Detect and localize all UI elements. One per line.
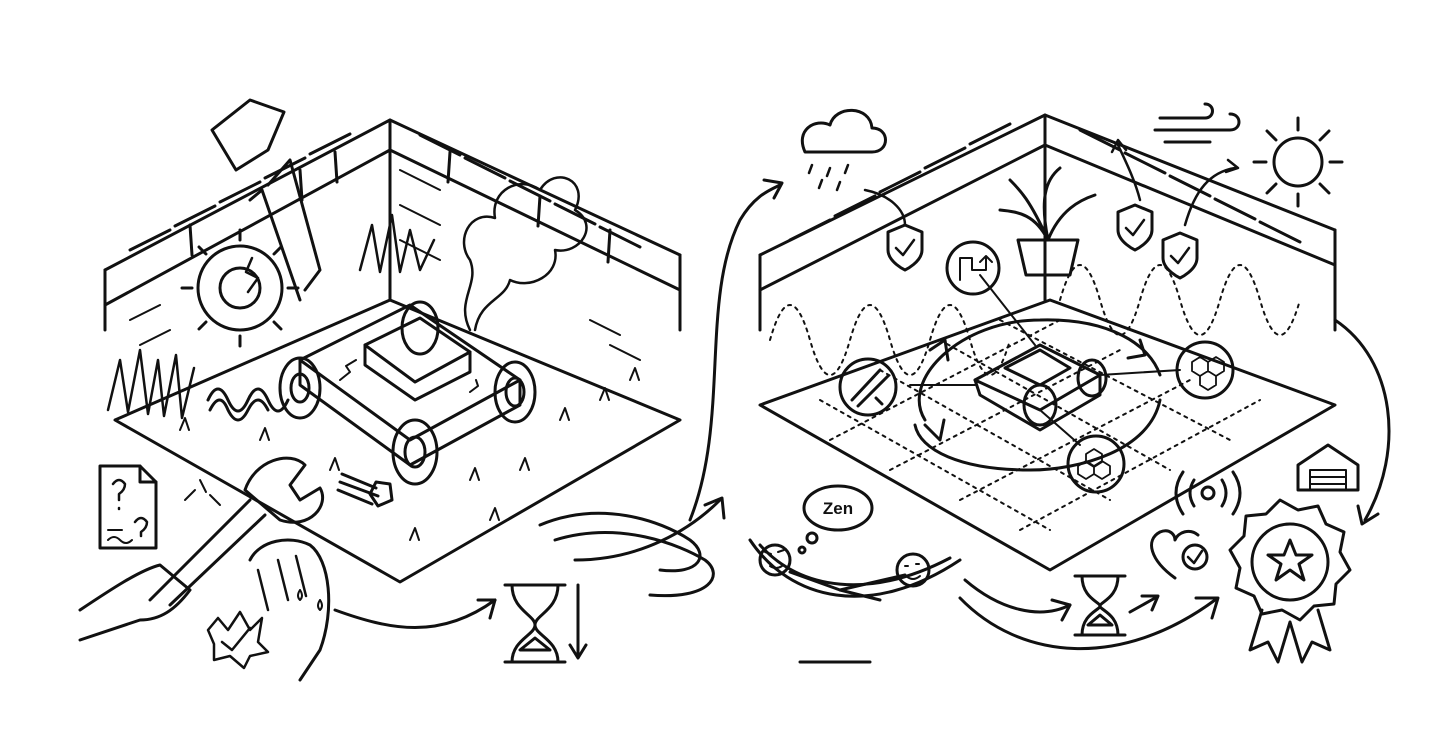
grass-tufts: [179, 367, 640, 541]
wifi-signal-icon: [1174, 470, 1242, 516]
hourglass-right-icon: [1073, 574, 1127, 637]
bolt-icon: [336, 472, 394, 508]
connection-lines: [909, 274, 1181, 446]
exhaust-smoke-icon: [462, 176, 588, 332]
award-badge-icon: [1228, 498, 1352, 664]
confusing-manual-icon: [98, 464, 158, 550]
potted-plant-icon: [998, 166, 1097, 277]
heart-check-icon: [1150, 529, 1209, 580]
transition-flow-lines: [538, 178, 784, 598]
hourglass-left-icon: [503, 583, 567, 664]
zen-thought-text: Zen: [823, 499, 853, 518]
bottom-flow-arrows: [958, 578, 1220, 650]
grass-texture-icon: [1066, 434, 1126, 494]
garage-icon: [1296, 443, 1360, 492]
hexagon-sensor-icon: [1175, 340, 1235, 400]
sweaty-hand: [248, 538, 331, 682]
robotic-lawn-mower: [973, 343, 1108, 432]
arrow-to-hourglass: [333, 598, 497, 629]
wind-icon: [1153, 102, 1241, 144]
zen-thought-bubble: Zen: [797, 484, 874, 555]
rain-cloud-icon: [800, 108, 887, 192]
rotation-arrows: [913, 318, 1162, 472]
broken-gear-icon: [180, 228, 300, 348]
flow-arrow-to-badge: [1333, 318, 1391, 526]
shield-check-icons: [863, 138, 1240, 280]
brick-pattern: [129, 169, 641, 361]
sun-icon: [1252, 116, 1344, 208]
hand-with-wrench: [78, 456, 325, 642]
down-arrow-icon: [568, 583, 588, 660]
tall-grass: [106, 213, 436, 420]
spring-icon: [206, 387, 290, 422]
left-lawn-plot: [103, 118, 682, 584]
push-lawn-mower: [210, 98, 537, 486]
relaxing-person-hammock: [748, 538, 962, 664]
mapping-icon: [945, 240, 1001, 296]
checkmark-burst-icon: [206, 610, 270, 670]
blade-module-icon: [838, 357, 898, 417]
